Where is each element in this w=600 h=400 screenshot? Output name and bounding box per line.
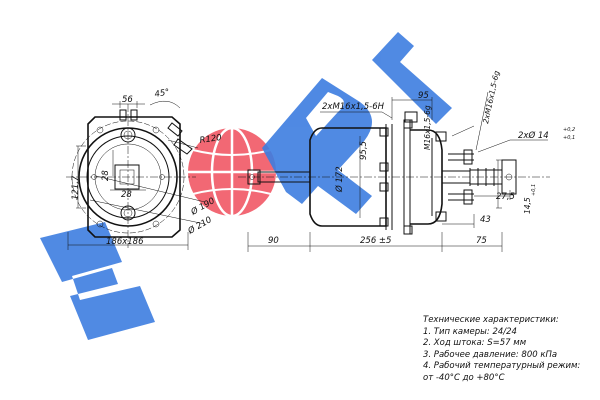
dim-thread-m16-6h: 2xM16x1,5-6H [322,102,385,112]
dim-r120: R120 [199,133,222,146]
spec-line-4: 4. Рабочий температурный режим: [423,361,581,372]
dim-28-vertical: 28 [101,170,111,181]
watermark-globe [188,126,276,218]
front-view [66,100,206,250]
spec-line-2: 2. Ход штока: S=57 мм [423,338,527,349]
dim-angle-45: 45° [154,87,171,99]
dim-75: 75 [476,236,487,246]
dim-27-5: 27,5 [496,192,515,202]
dim-14-5-tolerance: +0,1 [531,184,537,196]
dim-dia-14-tol-bottom: +0,1 [563,135,575,141]
watermark-letter-r [262,78,372,214]
sorl-watermark [40,32,452,340]
dim-28-horizontal: 28 [121,190,132,200]
spec-line-1: 1. Тип камеры: 24/24 [423,326,517,337]
side-view [238,91,550,252]
dim-56: 56 [122,95,133,105]
dim-dia-210: Ø 210 [185,214,214,237]
dimension-labels: 45° 56 R120 121,7 28 28 Ø 190 Ø 210 186x… [71,70,575,247]
dim-dia-14: 2xØ 14 [518,130,549,141]
dim-14-5: 14,5 [523,197,532,214]
specs-title: Технические характеристики: [423,315,559,325]
technical-specs: Технические характеристики: 1. Тип камер… [423,315,593,385]
dim-256: 256 ±5 [360,236,391,246]
dim-95: 95 [418,91,429,101]
dim-121-7: 121,7 [71,175,81,200]
spec-line-3: 3. Рабочее давление: 800 кПа [423,349,558,360]
dim-dia-172: Ø 172 [334,166,345,193]
watermark-letter-s [40,222,155,340]
dim-95-5: 95,5 [359,141,369,160]
dim-43: 43 [480,215,491,225]
dim-186x186: 186x186 [106,237,144,247]
dim-dia-14-tol-top: +0,2 [563,127,575,133]
dim-2xm16-6g: 2xM16x1,5-6g [481,70,501,125]
spec-line-5: от -40°С до +80°С [423,372,505,383]
dim-m16-6g: M16x1,5-6g [423,105,432,150]
dim-90: 90 [268,236,279,246]
